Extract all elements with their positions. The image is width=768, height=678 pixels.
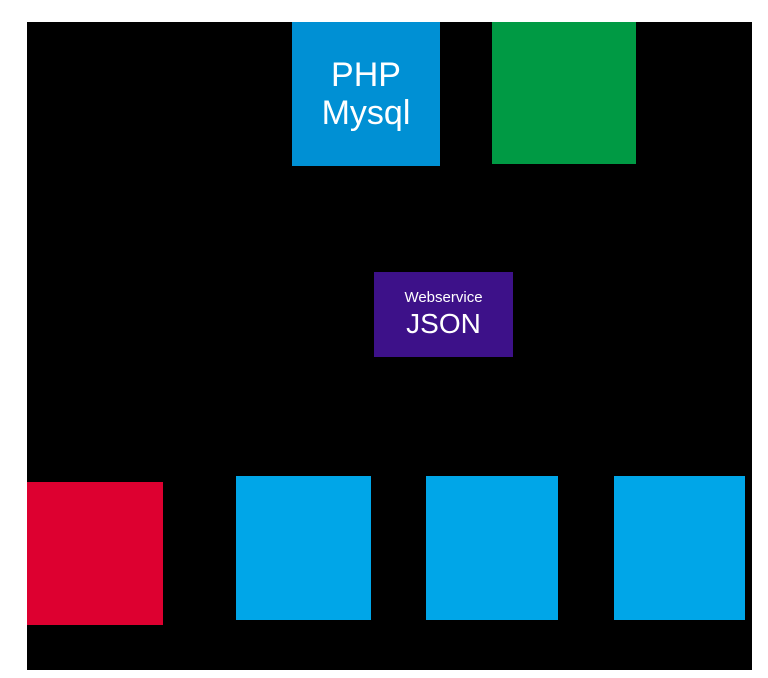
node-blue-3[interactable] <box>614 476 745 620</box>
node-php-mysql-label-line1: PHP <box>331 55 401 94</box>
node-webservice-json[interactable]: Webservice JSON <box>374 272 513 357</box>
node-php-mysql[interactable]: PHP Mysql <box>292 22 440 166</box>
node-php-mysql-label-line2: Mysql <box>321 94 411 132</box>
node-blue-1[interactable] <box>236 476 371 620</box>
node-webservice-json-label-line1: Webservice <box>404 288 483 306</box>
node-webservice-json-label-line2: JSON <box>406 307 481 339</box>
node-blue-2[interactable] <box>426 476 558 620</box>
node-red[interactable] <box>27 482 163 625</box>
node-green[interactable] <box>492 22 636 164</box>
